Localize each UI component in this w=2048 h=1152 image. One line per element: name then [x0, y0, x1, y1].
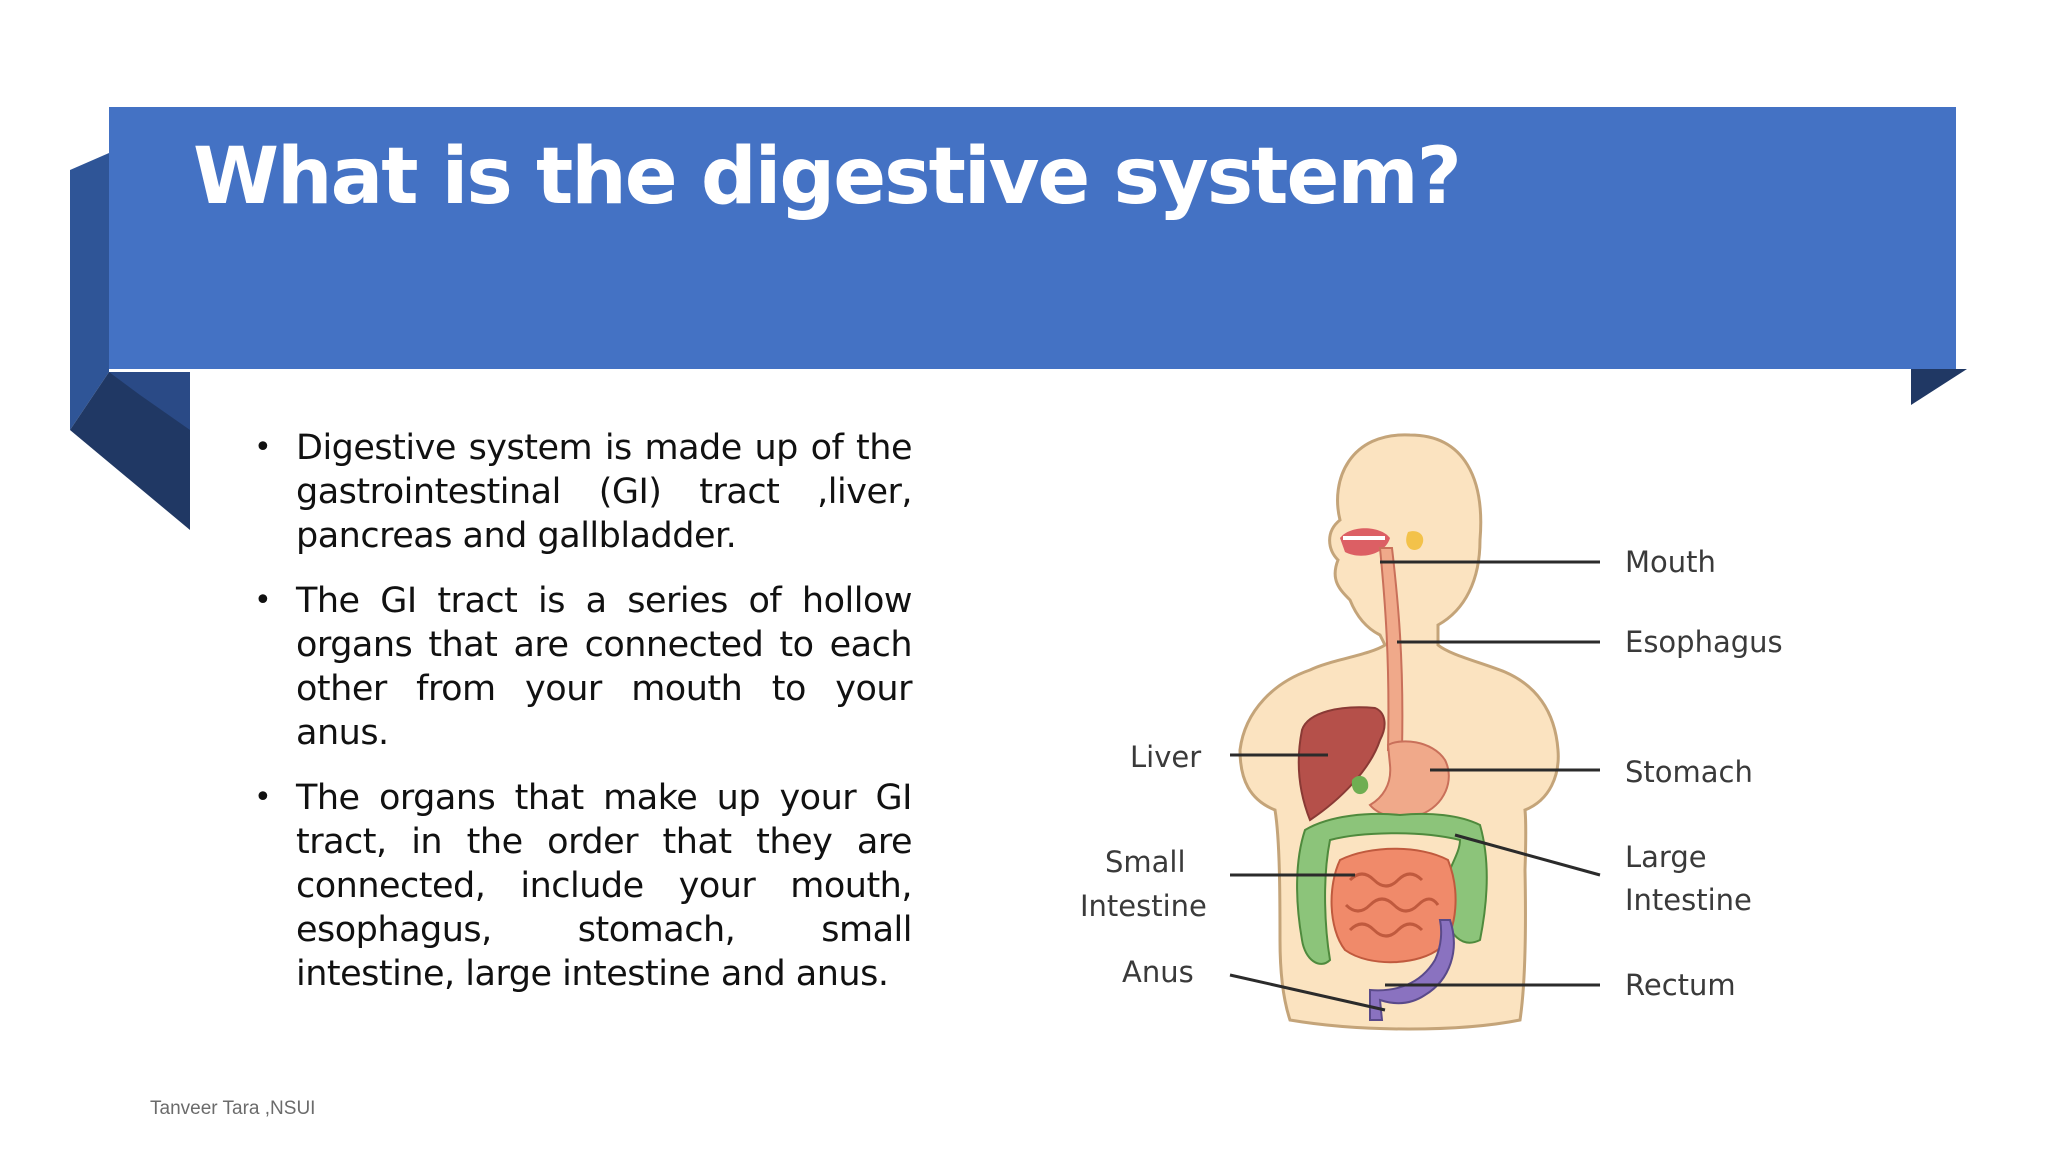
label-esophagus: Esophagus	[1625, 625, 1783, 659]
gallbladder	[1351, 775, 1369, 795]
liver-organ	[1297, 706, 1386, 822]
digestive-system-illustration	[1229, 433, 1601, 1031]
rectum-organ	[1369, 919, 1455, 1021]
bullet-item: • The organs that make up your GI tract,…	[254, 778, 913, 994]
large-intestine-leader	[1454, 833, 1601, 877]
bullet-list: •Digestive system is made up of the gast…	[250, 426, 913, 1017]
bullet-item: •Digestive system is made up of the gast…	[254, 428, 913, 556]
bullet-dot-icon: •	[254, 583, 272, 618]
label-small-intestine-line2: Intestine	[1080, 889, 1207, 923]
mouth-cavity	[1340, 528, 1390, 556]
label-mouth: Mouth	[1625, 545, 1716, 579]
label-anus: Anus	[1122, 955, 1194, 989]
bullet-item: •The GI tract is a series of hollow orga…	[254, 581, 913, 753]
salivary-gland	[1406, 531, 1424, 551]
footer-author: Tanveer Tara ,NSUI	[150, 1098, 316, 1119]
small-intestine-coils	[1344, 872, 1440, 938]
title-banner	[109, 107, 1956, 369]
label-small-intestine-line1: Small	[1105, 845, 1186, 879]
bullet-dot-icon: •	[254, 780, 272, 815]
label-rectum: Rectum	[1625, 968, 1736, 1002]
anus-leader	[1229, 973, 1386, 1012]
label-stomach: Stomach	[1625, 755, 1753, 789]
label-liver: Liver	[1130, 740, 1202, 774]
ribbon-fold-right	[1911, 369, 1967, 405]
leader-lines	[1229, 560, 1601, 1012]
bullet-dot-icon: •	[254, 430, 272, 465]
label-large-intestine-line2: Intestine	[1625, 883, 1752, 917]
slide-title: What is the digestive system?	[193, 132, 1462, 222]
label-large-intestine-line1: Large	[1625, 840, 1707, 874]
